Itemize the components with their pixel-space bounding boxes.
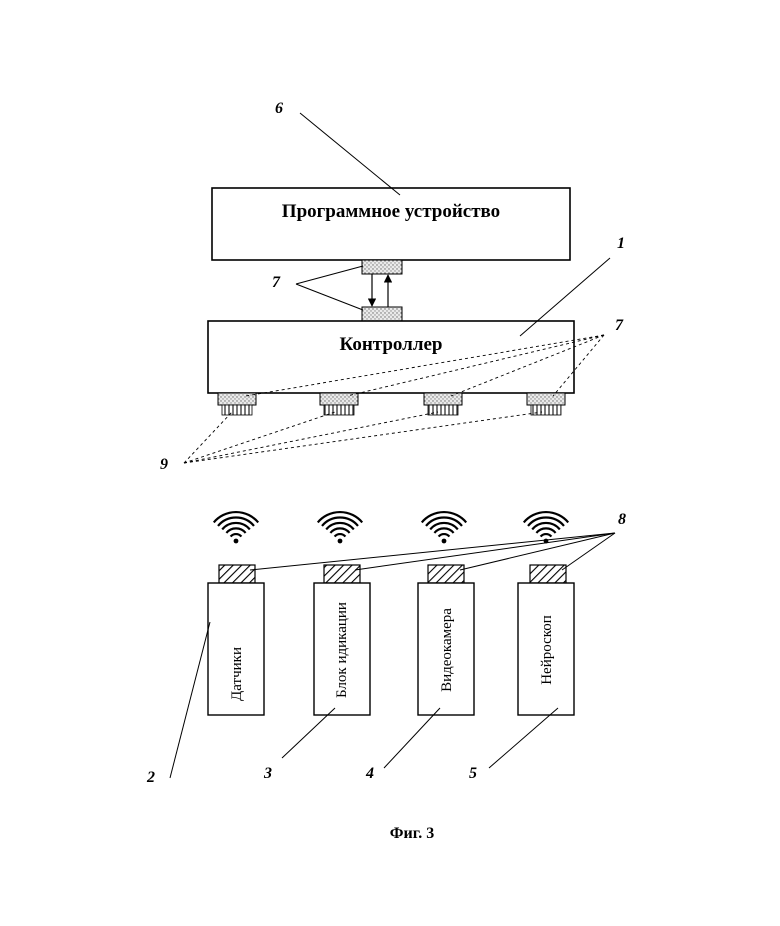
controller-connector-3 <box>424 393 462 415</box>
figure-caption: Фиг. 3 <box>390 825 434 842</box>
callout-4: 4 <box>365 765 374 782</box>
software-device-label: Программное устройство <box>282 201 500 222</box>
callout-7-leader-b <box>296 284 363 310</box>
device-transmitter <box>428 565 464 583</box>
callout-1: 1 <box>617 235 625 252</box>
wireless-icon <box>214 512 258 543</box>
callout-7-upper: 7 <box>272 274 281 291</box>
callout-3: 3 <box>263 765 272 782</box>
callout-5-leader <box>489 708 558 768</box>
device-transmitter <box>530 565 566 583</box>
callout-3-leader <box>282 708 335 758</box>
callout-1-leader <box>520 258 610 336</box>
controller-port <box>362 307 402 321</box>
device-label: Блок идикации <box>334 602 350 698</box>
controller-box <box>208 321 574 393</box>
controller-label: Контроллер <box>340 334 443 355</box>
callout-7-leader-a <box>296 266 363 284</box>
callout-7-right: 7 <box>615 317 624 334</box>
callout-2-leader <box>170 622 210 778</box>
software-device-box <box>212 188 570 260</box>
device-label: Нейроскоп <box>539 615 555 685</box>
wireless-icon <box>318 512 362 543</box>
callout-9-leaders <box>184 412 542 463</box>
callout-6: 6 <box>275 100 283 117</box>
callout-6-leader <box>300 113 400 195</box>
software-port <box>362 260 402 274</box>
wireless-icon <box>422 512 466 543</box>
callout-8: 8 <box>618 511 626 528</box>
callout-2: 2 <box>146 769 155 786</box>
device-transmitter <box>324 565 360 583</box>
callout-5: 5 <box>469 765 477 782</box>
callout-9: 9 <box>160 456 168 473</box>
device-label: Видеокамера <box>439 608 455 692</box>
device-transmitter <box>219 565 255 583</box>
device-label: Датчики <box>229 647 245 701</box>
callout-4-leader <box>384 708 440 768</box>
controller-connector-1 <box>218 393 256 415</box>
controller-connector-4 <box>527 393 565 415</box>
controller-connector-2 <box>320 393 358 415</box>
